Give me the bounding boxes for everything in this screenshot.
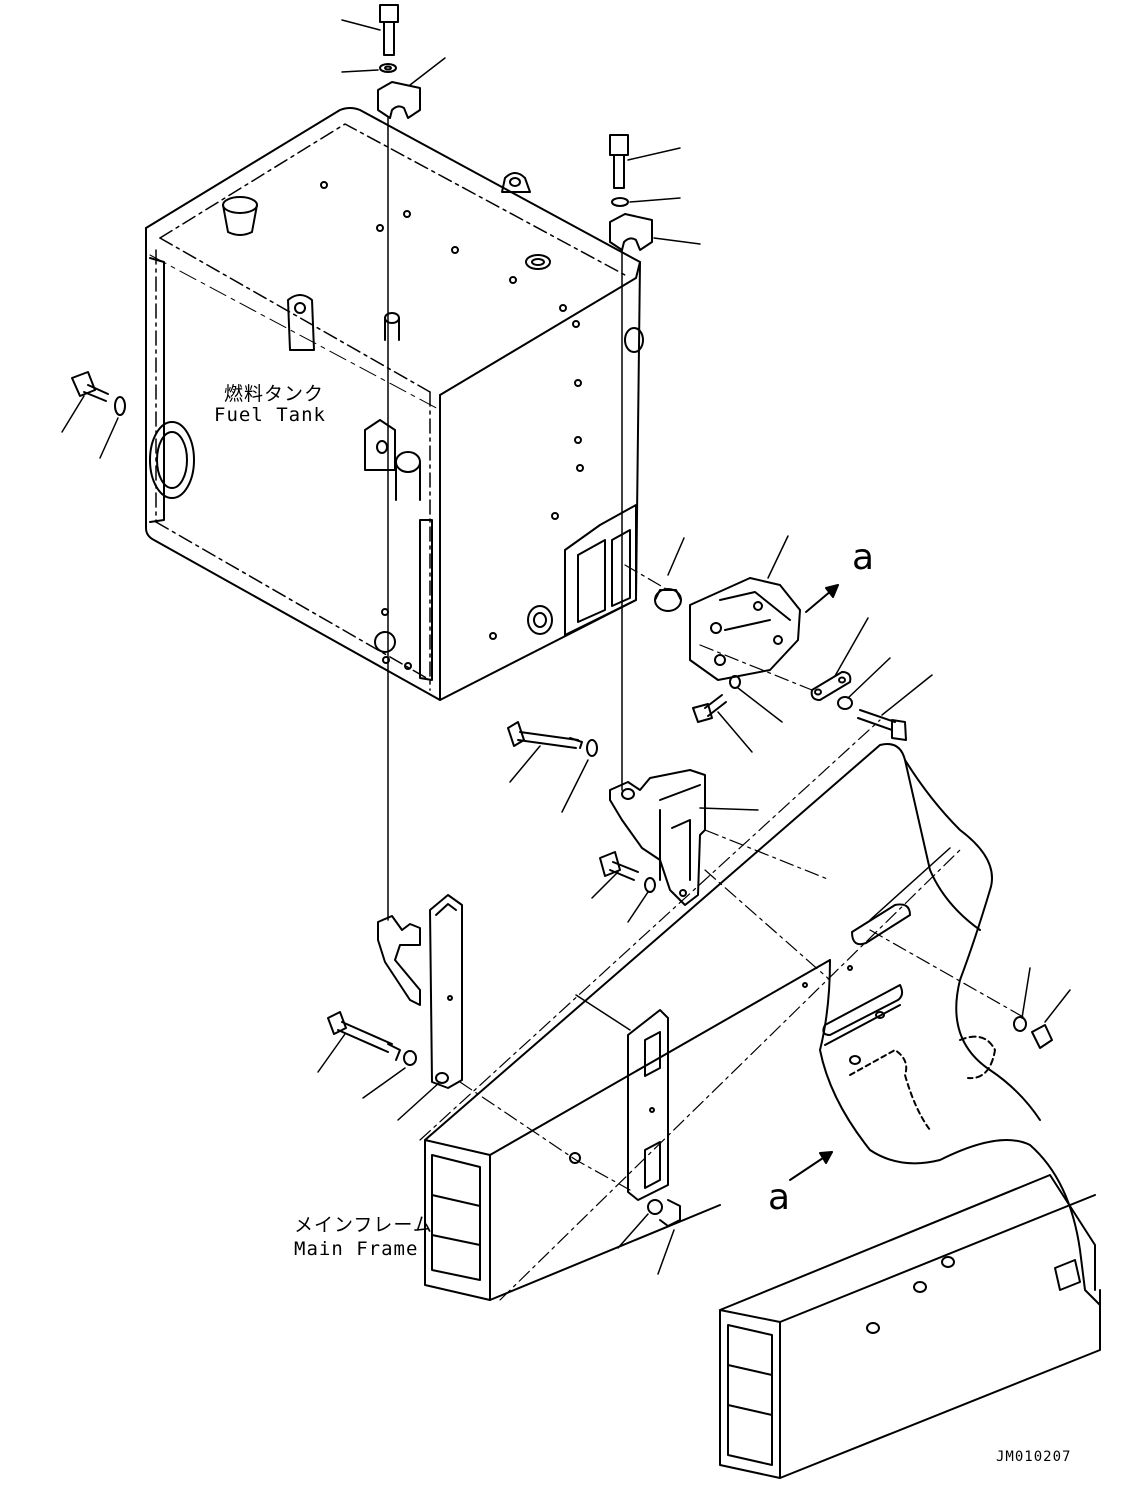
bolt-shank bbox=[613, 154, 625, 189]
bolt-head bbox=[609, 134, 629, 156]
clamp-block bbox=[377, 81, 421, 119]
clamp-block bbox=[609, 213, 653, 251]
view-marker-a-bottom: a bbox=[768, 1177, 791, 1218]
plate-washer bbox=[810, 671, 852, 701]
main-frame bbox=[424, 743, 1101, 1479]
bolt-shank bbox=[383, 21, 395, 56]
top-right-clamp-assembly bbox=[609, 134, 701, 251]
assembly-centerlines bbox=[387, 117, 623, 921]
main-frame-label-en: Main Frame bbox=[294, 1238, 419, 1260]
lower-left-strap bbox=[317, 894, 463, 1121]
bolt-head bbox=[379, 4, 399, 23]
fuel-tank-label-en: Fuel Tank bbox=[214, 404, 326, 426]
right-strap-plate bbox=[575, 994, 681, 1275]
upper-right-bracket bbox=[654, 535, 933, 753]
washer bbox=[611, 197, 629, 207]
right-plate-nut bbox=[851, 847, 1071, 1049]
central-bracket-assembly bbox=[507, 721, 759, 923]
main-frame-label-jp: メインフレーム bbox=[294, 1214, 433, 1236]
drawing-code: JM010207 bbox=[996, 1449, 1072, 1465]
top-left-clamp-assembly bbox=[341, 4, 446, 119]
fuel-tank bbox=[145, 107, 644, 701]
fuel-tank-label-jp: 燃料タンク bbox=[224, 383, 325, 405]
assembly-dashed-lines bbox=[419, 564, 1026, 1301]
washer bbox=[379, 63, 397, 73]
left-bolt-washer bbox=[61, 371, 126, 459]
view-arrow-bottom bbox=[789, 1151, 833, 1181]
view-marker-a-top: a bbox=[852, 537, 875, 578]
